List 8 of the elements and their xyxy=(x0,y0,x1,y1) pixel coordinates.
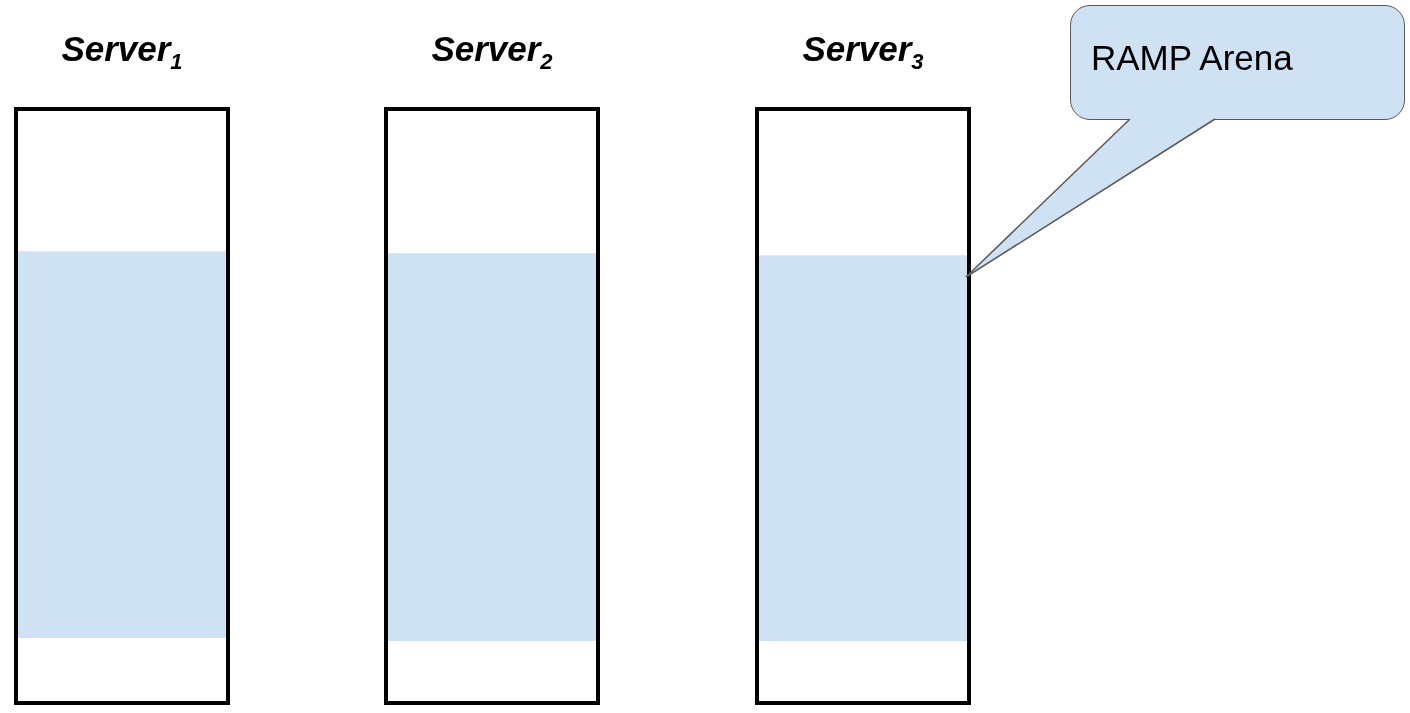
memory-region-bar xyxy=(759,255,967,641)
callout-bubble xyxy=(1070,5,1405,120)
memory-region-bar xyxy=(18,251,226,638)
callout-text: RAMP Arena xyxy=(1091,38,1293,78)
server-label: Server$_{3}$ xyxy=(801,29,925,75)
memory-region-bar xyxy=(388,253,596,641)
server-label: Server$_{1}$ xyxy=(60,29,184,75)
server-label: Server$_{2}$ xyxy=(430,29,554,75)
